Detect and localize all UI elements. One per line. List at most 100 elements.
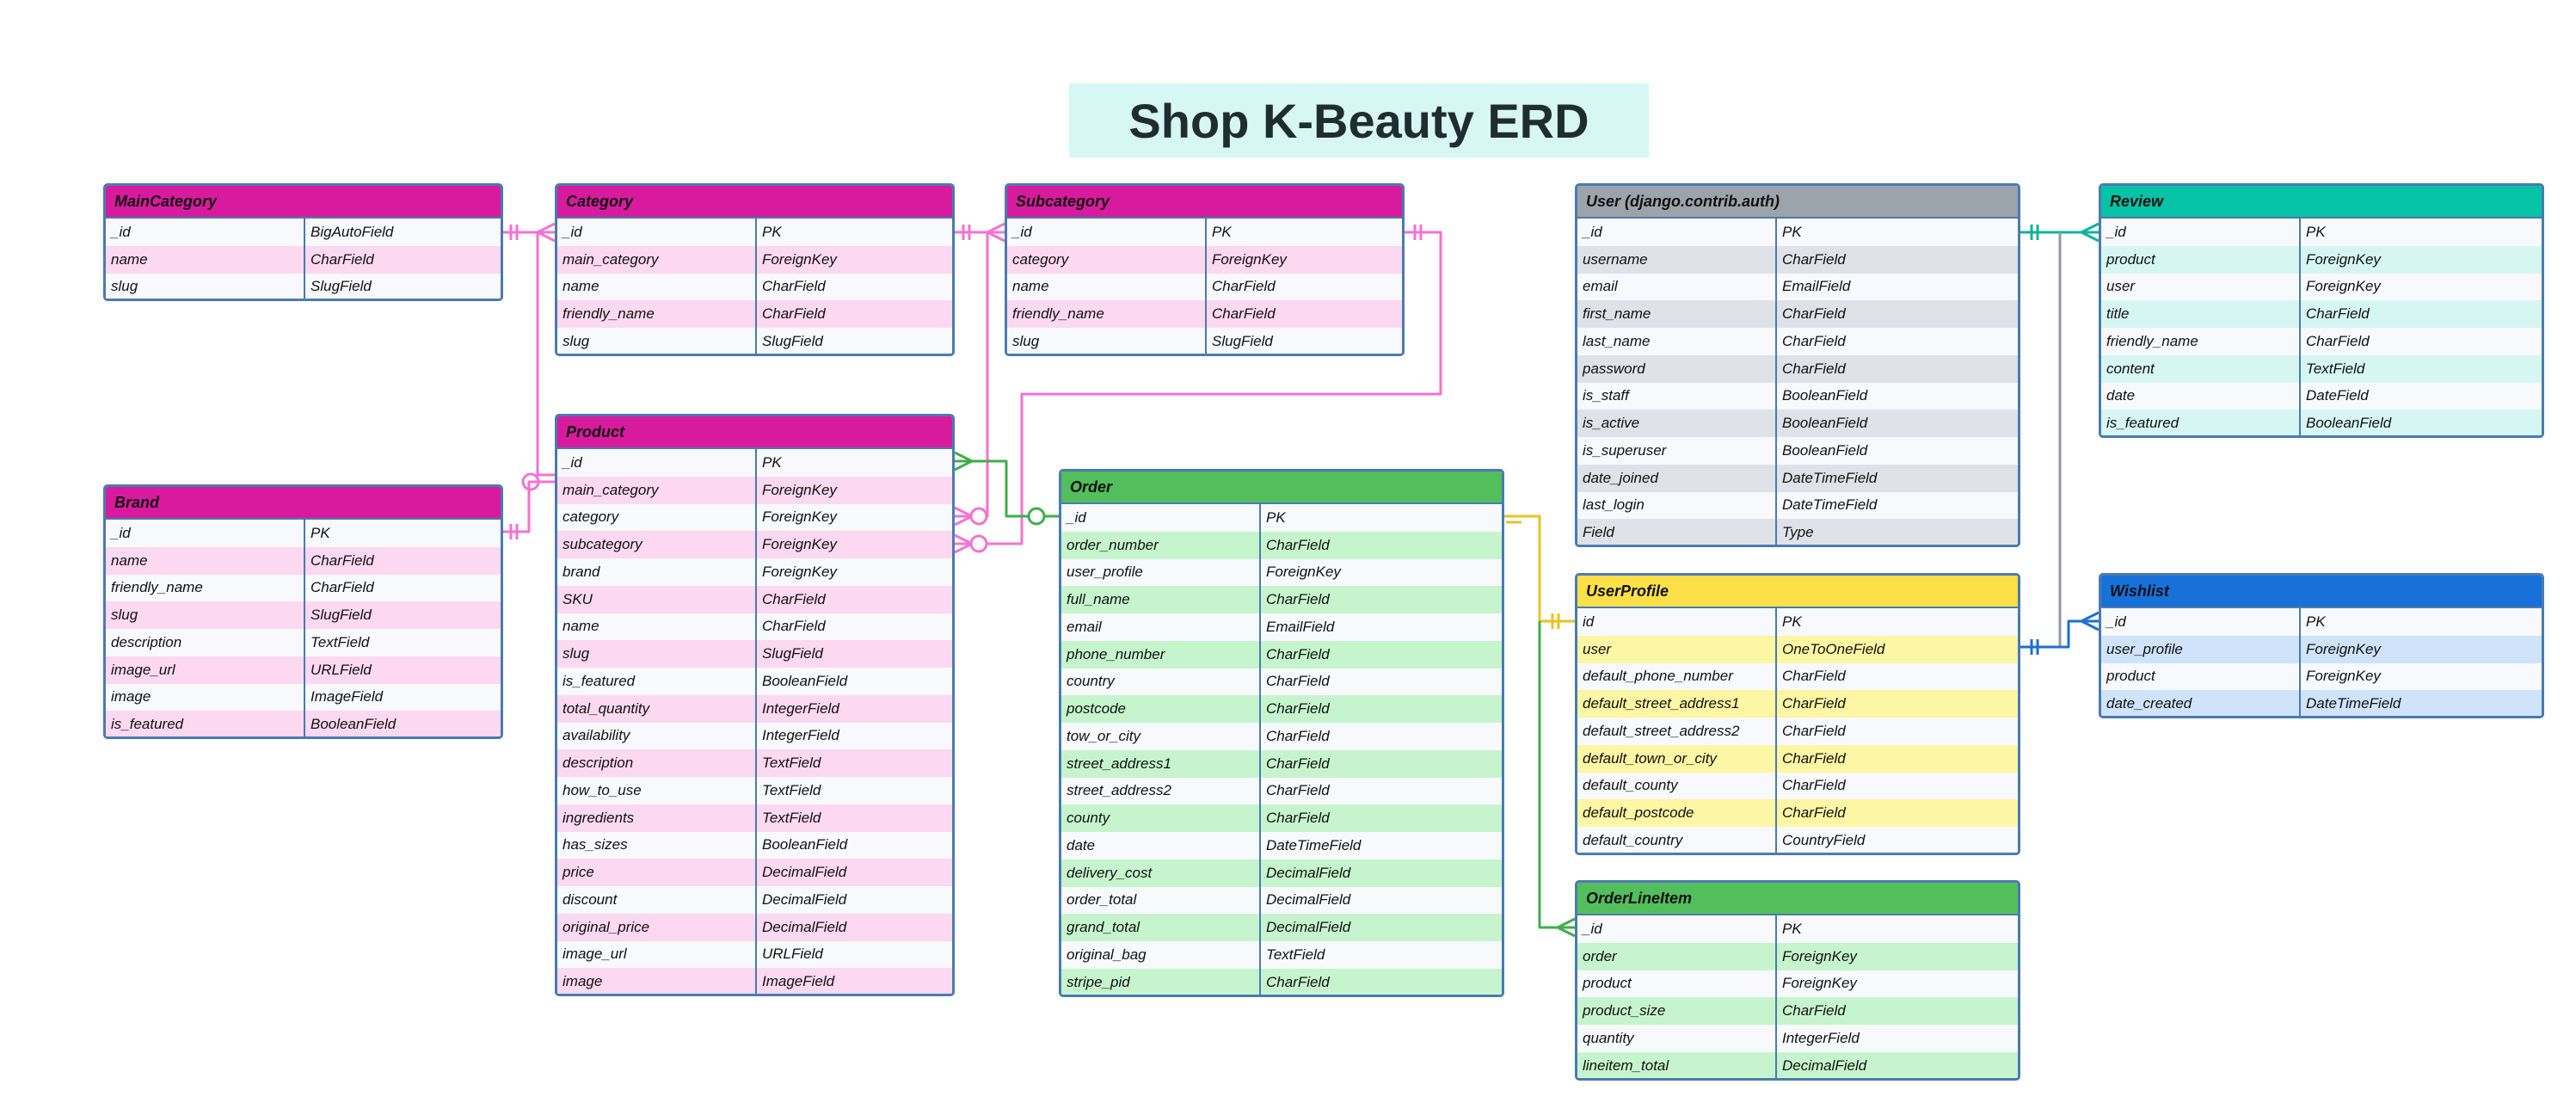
cardinality-many-mark — [2081, 611, 2100, 632]
field-type: BooleanField — [1782, 387, 1868, 404]
relationship-userprofile-wishlist — [2020, 619, 2099, 649]
field-type: BigAutoField — [310, 223, 394, 240]
field-type: ForeignKey — [762, 563, 837, 580]
field-name: original_bag — [1061, 941, 1261, 969]
field-name: Field — [1577, 519, 1777, 545]
field-name: _id — [557, 449, 757, 477]
field-row: phone_number CharField — [1061, 640, 1502, 668]
cardinality-many-mark — [954, 506, 973, 527]
field-row: name CharField — [106, 245, 501, 274]
field-name: friendly_name — [2101, 328, 2301, 355]
field-name: product — [2101, 245, 2301, 274]
field-name: lineitem_total — [1577, 1051, 1777, 1078]
field-type: CharField — [310, 250, 374, 268]
field-name: _id — [1577, 219, 1777, 246]
field-name: image — [106, 683, 305, 712]
relationship-order-userprofile — [1504, 514, 1575, 623]
field-name: product — [2101, 662, 2301, 691]
field-name: phone_number — [1061, 640, 1261, 668]
field-type: DateTimeField — [1782, 469, 1878, 486]
field-name: description — [557, 749, 757, 777]
field-name: user — [2101, 273, 2301, 301]
field-type: DecimalField — [762, 864, 847, 881]
field-type: EmailField — [1266, 618, 1335, 635]
field-row: price DecimalField — [557, 859, 952, 886]
entity-header: Subcategory — [1007, 186, 1402, 219]
field-type: CharField — [1782, 804, 1846, 822]
field-name: category — [1007, 245, 1207, 274]
field-name: is_staff — [1577, 382, 1777, 410]
field-name: slug — [557, 328, 757, 354]
field-type: ForeignKey — [2306, 250, 2381, 268]
field-type: CharField — [1266, 973, 1330, 990]
entity-header: Wishlist — [2101, 576, 2542, 608]
field-name: ingredients — [557, 804, 757, 832]
field-name: order — [1577, 942, 1777, 970]
field-name: default_county — [1577, 772, 1777, 800]
cardinality-zero-mark — [1027, 507, 1046, 526]
field-type: CharField — [1782, 777, 1846, 794]
field-name: price — [557, 859, 757, 886]
field-name: password — [1577, 354, 1777, 383]
field-name: total_quantity — [557, 694, 757, 723]
field-type: SlugField — [762, 645, 823, 662]
field-name: email — [1577, 273, 1777, 301]
field-name: name — [106, 245, 305, 274]
field-name: has_sizes — [557, 831, 757, 859]
field-name: slug — [106, 601, 305, 629]
entity-header: Category — [557, 186, 952, 219]
diagram-title: Shop K-Beauty ERD — [1069, 83, 1649, 157]
field-type: CharField — [1782, 668, 1846, 685]
entity-header: MainCategory — [106, 186, 501, 219]
field-type: ForeignKey — [1782, 947, 1857, 964]
field-type: CharField — [310, 579, 374, 596]
field-name: SKU — [557, 585, 757, 613]
field-type: PK — [310, 524, 330, 541]
field-name: friendly_name — [106, 574, 305, 602]
field-name: image_url — [557, 940, 757, 969]
field-type: Type — [1782, 524, 1814, 541]
field-type: TextField — [762, 755, 821, 772]
field-name: availability — [557, 722, 757, 750]
relationship-maincategory-product — [536, 232, 555, 477]
field-type: CharField — [1266, 536, 1330, 553]
field-name: main_category — [557, 476, 757, 504]
field-name: date — [2101, 382, 2301, 410]
field-type: CharField — [1266, 645, 1330, 662]
field-type: DateField — [2306, 387, 2369, 404]
field-name: how_to_use — [557, 777, 757, 804]
